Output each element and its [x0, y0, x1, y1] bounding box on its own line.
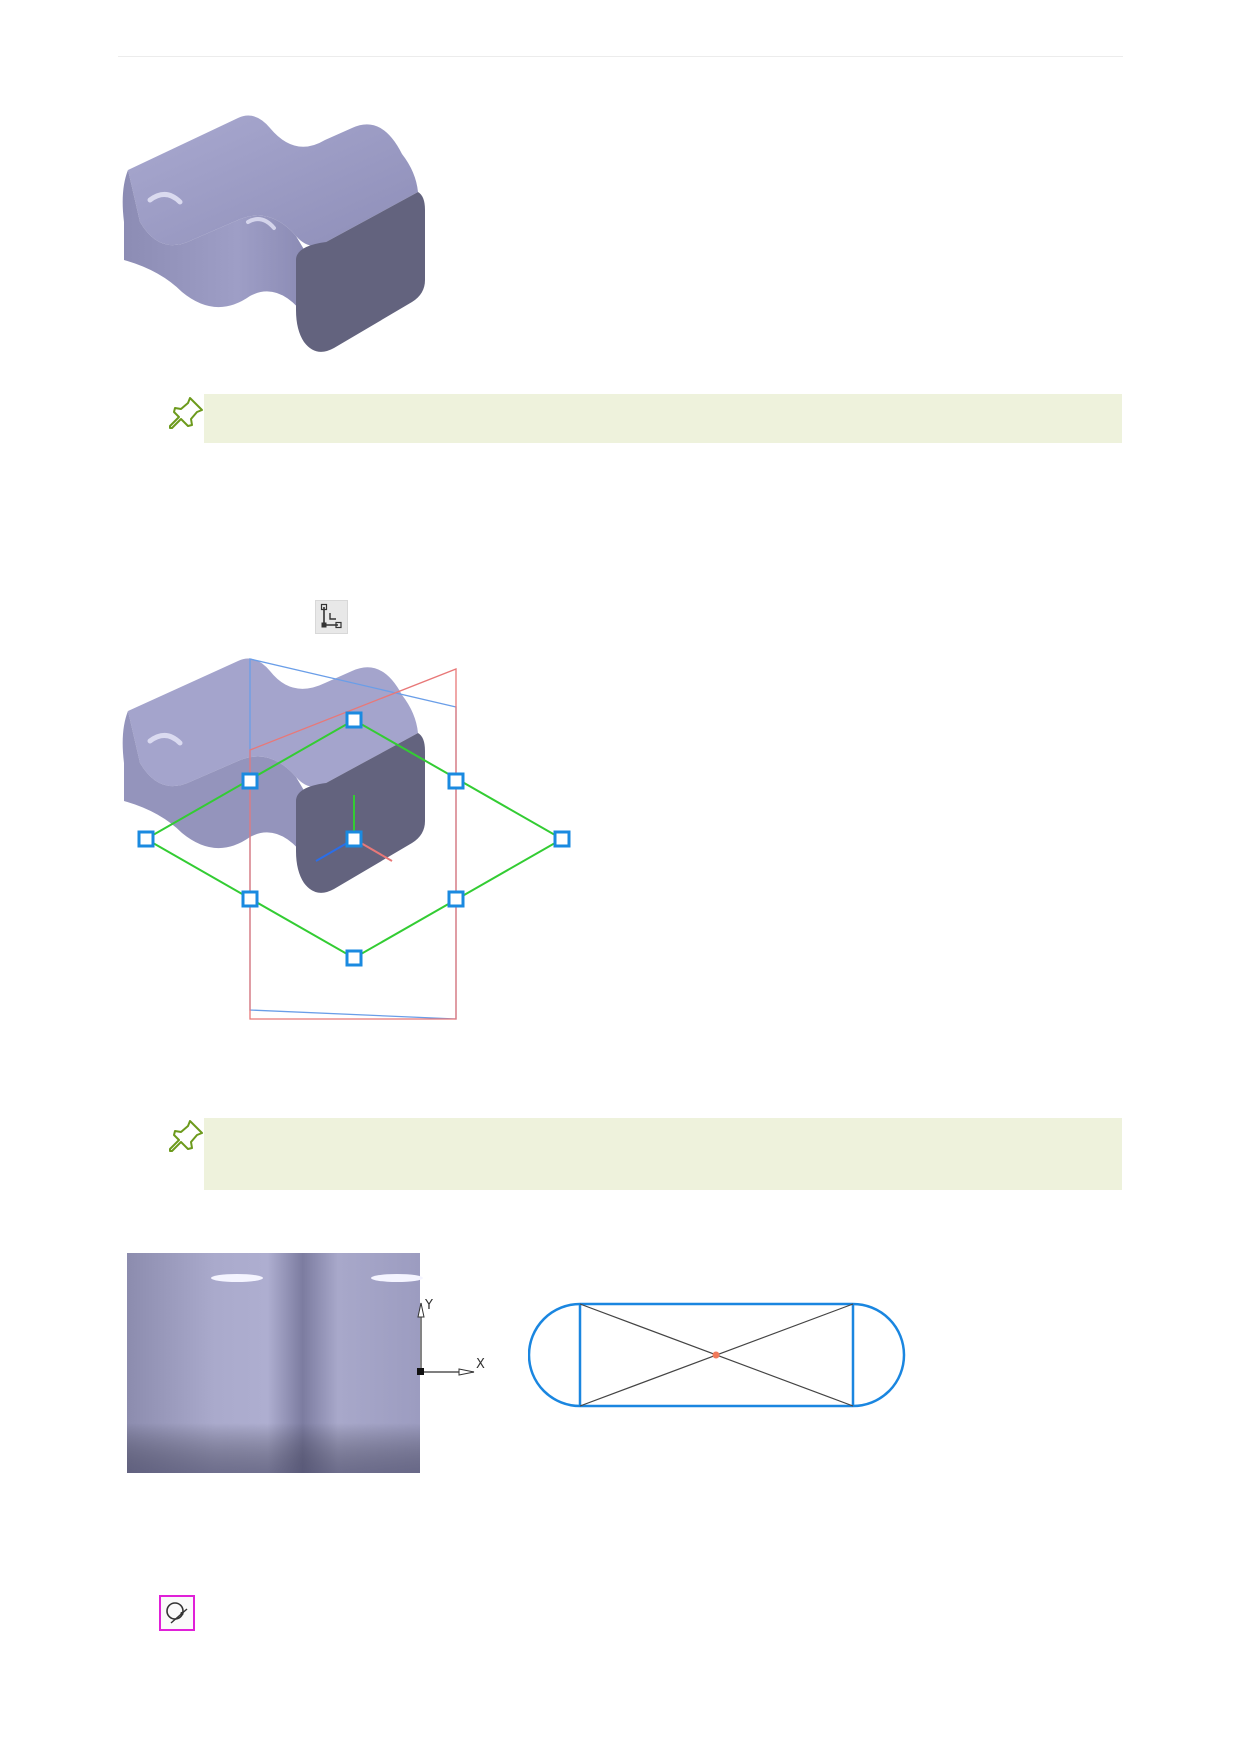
- sketch-circle-button[interactable]: [159, 1595, 195, 1631]
- pushpin-icon: [169, 1120, 203, 1152]
- slot-sketch: [528, 1302, 906, 1408]
- model-with-planes-view: [122, 658, 571, 1020]
- sketch-circle-icon: [166, 1602, 188, 1624]
- note-box-2: [204, 1118, 1122, 1190]
- model-isometric-view: [122, 115, 425, 352]
- page-top-rule: [118, 56, 1123, 57]
- note-box-1: [204, 394, 1122, 443]
- pushpin-icon: [169, 397, 203, 429]
- model-top-face: [128, 115, 418, 246]
- model-side-face: [122, 170, 353, 338]
- origin-point: [417, 1368, 424, 1375]
- model-front-view: Y X: [127, 1253, 485, 1473]
- plane-handles: [137, 711, 571, 967]
- y-axis-label: Y: [424, 1298, 433, 1313]
- coordinate-system-icon: [320, 603, 342, 629]
- x-axis-label: X: [476, 1357, 485, 1372]
- center-point: [712, 1351, 720, 1359]
- coordinate-system-button[interactable]: [315, 600, 348, 634]
- model-end-face: [296, 192, 425, 352]
